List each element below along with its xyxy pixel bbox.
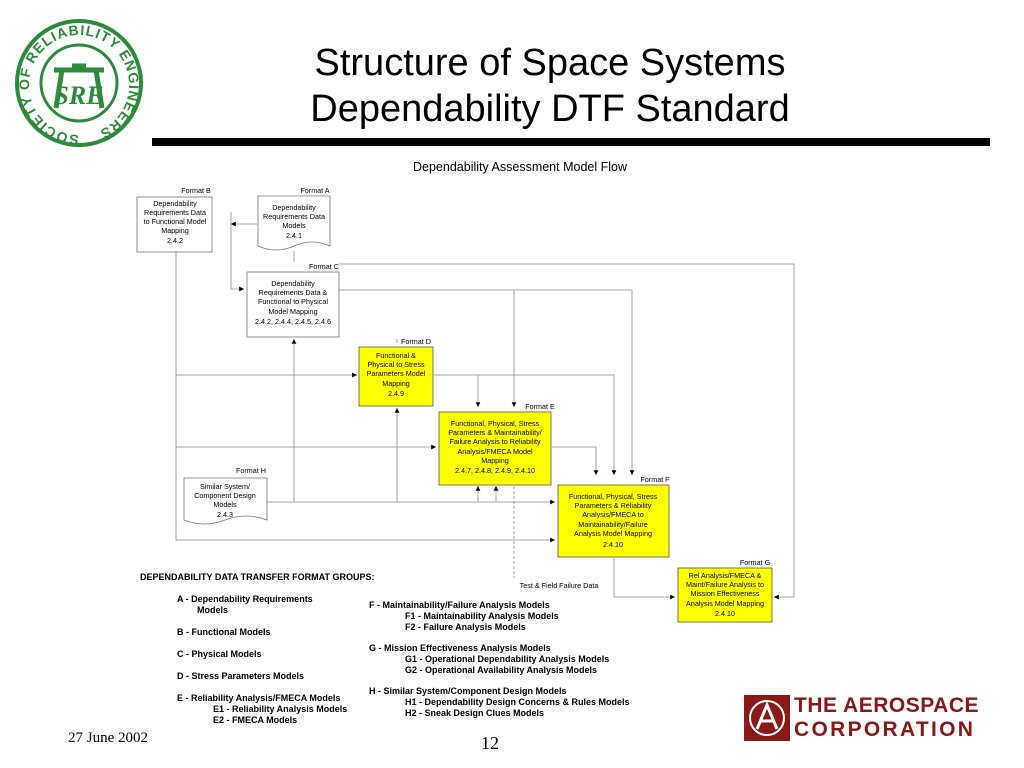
box-d-line: Mapping — [382, 379, 410, 388]
sre-logo: SOCIETY OF RELIABILITY ENGINEERS SRE — [15, 19, 143, 148]
format-a-label: Format A — [300, 186, 329, 195]
box-h-line: Similar System/ — [200, 482, 250, 491]
box-e-line: 2.4.7, 2.4.8, 2.4.9, 2.4.10 — [455, 466, 535, 475]
box-h-line: 2.4.3 — [217, 510, 233, 519]
box-g-line: Maint/Failure Analysis to — [686, 580, 764, 589]
legend-f: F - Maintainability/Failure Analysis Mod… — [369, 600, 550, 610]
box-g-line: Mission Effectiveness — [691, 589, 760, 598]
format-e-label: Format E — [525, 402, 555, 411]
format-g-box — [677, 567, 773, 623]
format-c-label: Format C — [309, 262, 339, 271]
format-b-box — [136, 196, 213, 253]
box-e-line: Analysis/FMECA Model — [457, 447, 532, 456]
box-e-line: Parameters & Maintainability/ — [448, 428, 541, 437]
box-e-line: Failure Analysis to Reliability — [449, 437, 540, 446]
box-d-line: Functional & — [376, 351, 416, 360]
box-b-line: Dependability — [153, 199, 197, 208]
box-a-line: Dependability — [272, 203, 316, 212]
box-b-line: Mapping — [161, 226, 189, 235]
format-b-label: Format B — [181, 186, 211, 195]
box-c-line: Functional to Physical — [258, 297, 328, 306]
box-d-line: 2.4.9 — [388, 389, 404, 398]
legend-h2: H2 - Sneak Design Clues Models — [405, 708, 545, 718]
legend-f1: F1 - Maintainability Analysis Models — [405, 611, 559, 621]
legend-c: C - Physical Models — [177, 649, 262, 659]
legend-heading: DEPENDABILITY DATA TRANSFER FORMAT GROUP… — [140, 572, 375, 582]
aerospace-logo: THE AEROSPACE CORPORATION — [742, 693, 979, 743]
box-e-line: Mapping — [481, 456, 509, 465]
box-f-line: 2.4.10 — [603, 540, 623, 549]
box-b-line: to Functional Model — [144, 217, 207, 226]
legend-e: E - Reliability Analysis/FMECA Models — [177, 693, 341, 703]
legend-g1: G1 - Operational Dependability Analysis … — [405, 654, 610, 664]
test-field-failure-label: Test & Field Failure Data — [520, 581, 599, 590]
format-g-label: Format G — [740, 558, 771, 567]
box-c-line: Model Mapping — [268, 307, 317, 316]
aerospace-logo-line-1: THE AEROSPACE — [794, 694, 980, 717]
box-h-line: Component Design — [194, 491, 256, 500]
legend-left: DEPENDABILITY DATA TRANSFER FORMAT GROUP… — [140, 572, 375, 726]
format-h-box — [183, 477, 268, 525]
box-f-line: Analysis Model Mapping — [574, 529, 652, 538]
slide-title-line-2: Dependability DTF Standard — [310, 88, 790, 130]
legend-g2: G2 - Operational Availability Analysis M… — [405, 665, 598, 675]
box-c-line: Dependability — [271, 279, 315, 288]
box-a-line: 2.4.1 — [286, 231, 302, 240]
legend-e1: E1 - Reliability Analysis Models — [213, 704, 348, 714]
box-f-line: Analysis/FMECA to — [582, 510, 644, 519]
format-d-box — [358, 346, 434, 407]
box-b-line: 2.4.2 — [167, 236, 183, 245]
legend-g: G - Mission Effectiveness Analysis Model… — [369, 643, 551, 653]
box-g-line: Analysis Model Mapping — [686, 599, 764, 608]
format-f-label: Format F — [640, 475, 670, 484]
page-number: 12 — [481, 733, 499, 753]
box-a-line: Requirements Data — [263, 212, 325, 221]
format-a-box — [257, 195, 331, 251]
box-e-line: Functional, Physical, Stress — [451, 419, 540, 428]
legend-e2: E2 - FMECA Models — [213, 715, 298, 725]
box-g-line: 2.4.10 — [715, 609, 735, 618]
legend-h: H - Similar System/Component Design Mode… — [369, 686, 567, 696]
box-c-line: Requirements Data & — [259, 288, 328, 297]
title-rule — [152, 138, 990, 146]
legend-d: D - Stress Parameters Models — [177, 671, 305, 681]
aerospace-logo-line-2: CORPORATION — [794, 718, 976, 741]
format-f-box — [557, 484, 670, 558]
box-f-line: Functional, Physical, Stress — [569, 492, 658, 501]
box-d-line: Parameters Model — [367, 369, 426, 378]
box-c-line: 2.4.2, 2.4.4, 2.4.5, 2.4.6 — [255, 317, 331, 326]
box-g-line: Rel Analysis/FMECA & — [689, 571, 762, 580]
sre-letters: SRE — [54, 81, 103, 110]
legend-a-cont: Models — [197, 605, 229, 615]
box-f-line: Maintainability/Failure — [578, 520, 648, 529]
slide-title-line-1: Structure of Space Systems — [314, 42, 786, 84]
aerospace-emblem-icon — [744, 695, 790, 741]
legend-b: B - Functional Models — [177, 627, 271, 637]
legend-right: F - Maintainability/Failure Analysis Mod… — [369, 600, 630, 719]
diagram-caption: Dependability Assessment Model Flow — [413, 160, 627, 174]
box-f-line: Parameters & Reliability — [575, 501, 652, 510]
legend-a: A - Dependability Requirements — [177, 594, 313, 604]
format-d-label: Format D — [401, 337, 431, 346]
footer-date: 27 June 2002 — [68, 730, 148, 746]
box-d-line: Physical to Stress — [367, 360, 425, 369]
box-h-line: Models — [213, 500, 237, 509]
format-h-label: Format H — [236, 466, 266, 475]
format-e-box — [438, 411, 552, 486]
format-c-box — [246, 271, 340, 338]
legend-h1: H1 - Dependability Design Concerns & Rul… — [405, 697, 630, 707]
legend-f2: F2 - Failure Analysis Models — [405, 622, 526, 632]
box-a-line: Models — [282, 221, 306, 230]
box-b-line: Requirements Data — [144, 208, 206, 217]
